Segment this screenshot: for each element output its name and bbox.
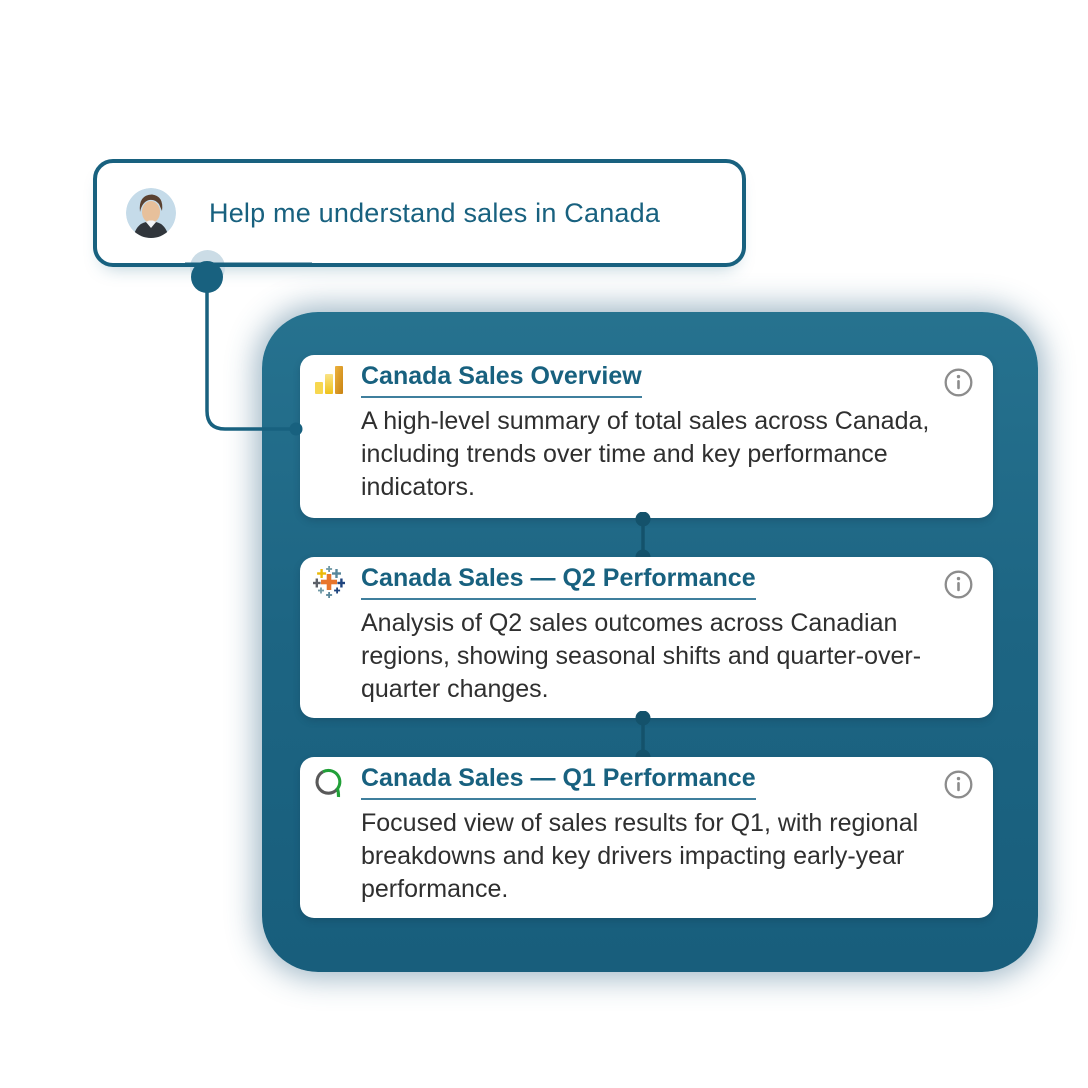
card-description: Focused view of sales results for Q1, wi… — [361, 809, 919, 903]
power-bi-icon — [315, 366, 343, 394]
info-icon[interactable] — [944, 368, 973, 397]
info-icon[interactable] — [944, 570, 973, 599]
card-title-link[interactable]: Canada Sales — Q2 Performance — [361, 564, 756, 600]
card-title-link[interactable]: Canada Sales — Q1 Performance — [361, 764, 756, 800]
card-canada-sales-q1-performance: Canada Sales — Q1 Performance Focused vi… — [300, 757, 993, 918]
tableau-icon — [313, 566, 345, 598]
connector-start-dot — [191, 261, 223, 293]
connector-line — [185, 250, 312, 436]
card-canada-sales-q2-performance: Canada Sales — Q2 Performance Analysis o… — [300, 557, 993, 718]
card-description: Analysis of Q2 sales outcomes across Can… — [361, 609, 922, 703]
user-avatar — [126, 188, 176, 238]
info-icon[interactable] — [944, 770, 973, 799]
card-canada-sales-overview: Canada Sales Overview A high-level summa… — [300, 355, 993, 518]
connector-end-dot — [289, 422, 303, 436]
chat-message: Help me understand sales in Canada — [209, 197, 661, 228]
results-panel: Canada Sales Overview A high-level summa… — [262, 312, 1038, 972]
card-title-link[interactable]: Canada Sales Overview — [361, 362, 642, 398]
chat-bubble: Help me understand sales in Canada — [93, 159, 746, 267]
quicksight-q-icon — [315, 768, 342, 798]
card-description: A high-level summary of total sales acro… — [361, 407, 930, 501]
